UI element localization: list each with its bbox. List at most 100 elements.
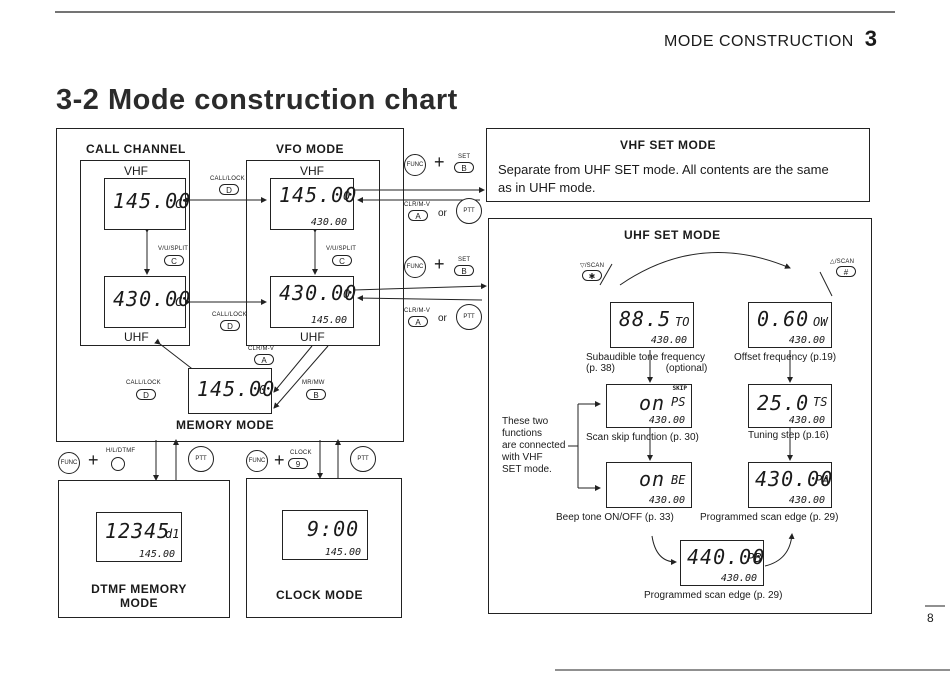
- or-text: or: [438, 313, 447, 324]
- a-key[interactable]: A: [408, 316, 428, 327]
- lcd-main: 0.60: [757, 307, 810, 331]
- vhf-set-desc-line1: Separate from UHF SET mode. All contents…: [498, 162, 829, 177]
- note-line: with VHF: [502, 452, 543, 463]
- lcd-indicator: BE: [671, 473, 686, 487]
- lcd-sub: 430.00: [788, 495, 825, 506]
- d-key[interactable]: D: [219, 184, 239, 195]
- lcd-main: 430.00: [755, 467, 834, 491]
- step-lcd: 25.0 TS 430.00: [748, 384, 832, 428]
- lcd-indicator: TO: [675, 315, 690, 329]
- plus-sign: +: [88, 450, 99, 470]
- call-uhf-lcd: 430.00 C: [104, 276, 190, 328]
- func-button[interactable]: FUNC: [404, 256, 426, 278]
- lcd-sub: 430.00: [788, 415, 825, 426]
- lcd-sub: 145.00: [324, 547, 361, 558]
- b-key[interactable]: B: [454, 162, 474, 173]
- clr-m-v-label: CLR/M-V: [404, 308, 431, 314]
- lcd-indicator: PS: [671, 395, 686, 409]
- plus-sign: +: [274, 450, 285, 470]
- b-key[interactable]: B: [454, 265, 474, 276]
- lcd-sub: 430.00: [310, 217, 347, 228]
- d-key[interactable]: D: [136, 389, 156, 400]
- section-title-text: MODE CONSTRUCTION: [664, 33, 854, 50]
- lcd-main: 88.5: [619, 307, 672, 331]
- func-button[interactable]: FUNC: [246, 450, 268, 472]
- dtmf-lcd: 12345 d1 145.00: [96, 512, 182, 562]
- lcd-main: 440.00: [687, 545, 766, 569]
- page-number: 8: [927, 611, 934, 625]
- ptt-button[interactable]: PTT: [456, 198, 482, 224]
- dtmf-memory-title: DTMF MEMORY MODE: [84, 582, 194, 610]
- ptt-button[interactable]: PTT: [350, 446, 376, 472]
- lcd-sub: 430.00: [648, 495, 685, 506]
- memory-mode-title: MEMORY MODE: [176, 418, 275, 432]
- call-vhf-lcd: 145.00 C: [104, 178, 190, 230]
- clock-lcd: 9:00 145.00: [282, 510, 368, 560]
- c-key[interactable]: C: [164, 255, 184, 266]
- tone-lcd: 88.5 TO 430.00: [610, 302, 694, 348]
- v-u-split-label: V/U/SPLIT: [158, 246, 189, 252]
- lcd-sub: 430.00: [648, 415, 685, 426]
- lcd-indicator: PA: [815, 473, 830, 487]
- lcd-main: 9:00: [307, 517, 360, 541]
- tone-caption-line2: (p. 38) (optional): [586, 363, 707, 374]
- section-number: 3: [864, 26, 878, 51]
- ptt-button[interactable]: PTT: [188, 446, 214, 472]
- skip-caption: Scan skip function (p. 30): [586, 432, 699, 443]
- offset-caption: Offset frequency (p.19): [734, 352, 837, 363]
- vfo-mode-box: [246, 160, 380, 346]
- lcd-main: 12345: [105, 519, 171, 543]
- lcd-main: on: [639, 467, 666, 491]
- dtmf-title-line1: DTMF MEMORY: [91, 582, 187, 596]
- lcd-sub: 430.00: [788, 335, 825, 346]
- d-key[interactable]: D: [220, 320, 240, 331]
- c-key[interactable]: C: [332, 255, 352, 266]
- plus-sign: +: [434, 254, 445, 274]
- vhf-set-mode-box: [486, 128, 870, 202]
- edge2-caption: Programmed scan edge (p. 29): [644, 590, 783, 601]
- hash-key[interactable]: #: [836, 266, 856, 277]
- lcd-indicator: 0: [259, 383, 267, 397]
- page-heading: 3-2 Mode construction chart: [56, 84, 458, 116]
- vfo-uhf-label: UHF: [300, 330, 325, 344]
- dtmf-title-line2: MODE: [120, 596, 158, 610]
- clr-m-v-label: CLR/M-V: [404, 202, 431, 208]
- func-button[interactable]: FUNC: [404, 154, 426, 176]
- lcd-sub: 430.00: [720, 573, 757, 584]
- vfo-vhf-lcd: 145.00 0 430.00: [270, 178, 356, 230]
- clock-label: CLOCK: [290, 450, 312, 456]
- lcd-main: 25.0: [757, 391, 810, 415]
- h-l-dtmf-button[interactable]: [111, 457, 125, 471]
- lcd-indicator: C: [175, 295, 183, 309]
- a-key[interactable]: A: [408, 210, 428, 221]
- lcd-main: 430.00: [113, 287, 192, 311]
- t-scan-label: ▽/SCAN: [580, 263, 605, 269]
- lcd-indicator: 0: [343, 287, 351, 301]
- func-button[interactable]: FUNC: [58, 452, 80, 474]
- tone-caption: Subaudible tone frequency (p. 38) (optio…: [586, 352, 707, 374]
- b-key[interactable]: B: [306, 389, 326, 400]
- plus-sign: +: [434, 152, 445, 172]
- star-key[interactable]: ✱: [582, 270, 602, 281]
- skip-lcd: SKIP on PS 430.00: [606, 384, 692, 428]
- clock-mode-title: CLOCK MODE: [276, 588, 363, 602]
- nine-key[interactable]: 9: [288, 458, 308, 469]
- step-caption: Tuning step (p.16): [748, 430, 829, 441]
- vhf-set-mode-title: VHF SET MODE: [620, 138, 717, 152]
- call-lock-label: CALL/LOCK: [212, 312, 247, 318]
- note-line: are connected: [502, 440, 566, 451]
- lcd-indicator: TS: [813, 395, 828, 409]
- vfo-vhf-label: VHF: [300, 164, 324, 178]
- lcd-sub: 145.00: [138, 549, 175, 560]
- h-l-dtmf-label: H/L/DTMF: [106, 448, 136, 454]
- a-key[interactable]: A: [254, 354, 274, 365]
- call-uhf-label: UHF: [124, 330, 149, 344]
- clock-mode-box: [246, 478, 402, 618]
- note-line: functions: [502, 428, 543, 439]
- mr-mw-label: MR/MW: [302, 380, 325, 386]
- edge1-lcd: 430.00 PA 430.00: [748, 462, 832, 508]
- note-line: SET mode.: [502, 464, 552, 475]
- ptt-button[interactable]: PTT: [456, 304, 482, 330]
- call-vhf-label: VHF: [124, 164, 148, 178]
